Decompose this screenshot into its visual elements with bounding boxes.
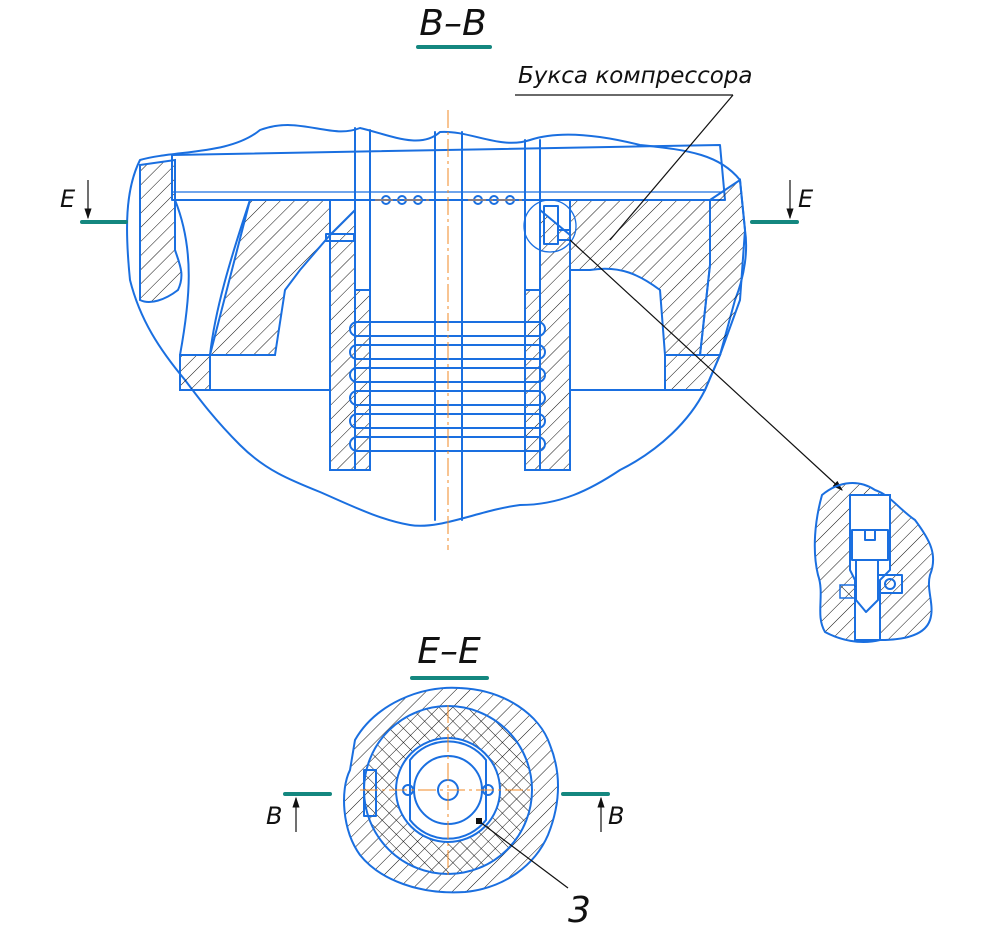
bushing-callout-leader [609, 94, 734, 241]
item-3-leader [479, 821, 569, 889]
detail-view [813, 482, 935, 643]
bushing-left-wall [329, 207, 371, 471]
section-bb-title: B–B [419, 3, 486, 44]
left-screw [325, 233, 355, 242]
bushing-callout: Букса компрессора [515, 63, 843, 491]
section-ee-title: E–E [417, 631, 481, 672]
detail-side-pin [877, 574, 903, 594]
ee-key-slot [363, 769, 377, 817]
detail-screw [543, 205, 559, 245]
detail-screw-head [851, 529, 889, 561]
right-wall-section [698, 178, 747, 356]
ee-item-marker [476, 818, 482, 824]
pin-holes [375, 195, 522, 205]
cut-b-left-label: B [266, 802, 282, 830]
detail-circle [523, 199, 577, 253]
left-wall-section [139, 158, 183, 303]
detail-view-arrow [569, 239, 843, 491]
shaft-outline [354, 127, 541, 471]
cut-b-right-label: B [608, 802, 624, 830]
item-3-label: 3 [568, 890, 591, 931]
housing-break-outline [126, 124, 748, 527]
shaft-core [434, 131, 463, 521]
section-ee: E–E B B 3 [266, 631, 624, 931]
detail-nut [557, 229, 571, 241]
bushing-callout-text: Букса компрессора [518, 63, 753, 89]
left-rib-section [208, 199, 331, 356]
right-foot-section [664, 354, 722, 391]
right-body-section [569, 199, 711, 356]
cut-e-left-label: E [60, 185, 76, 213]
section-bb: B–B [60, 3, 814, 550]
cut-e-right-label: E [798, 185, 814, 213]
left-foot-section [179, 354, 211, 391]
